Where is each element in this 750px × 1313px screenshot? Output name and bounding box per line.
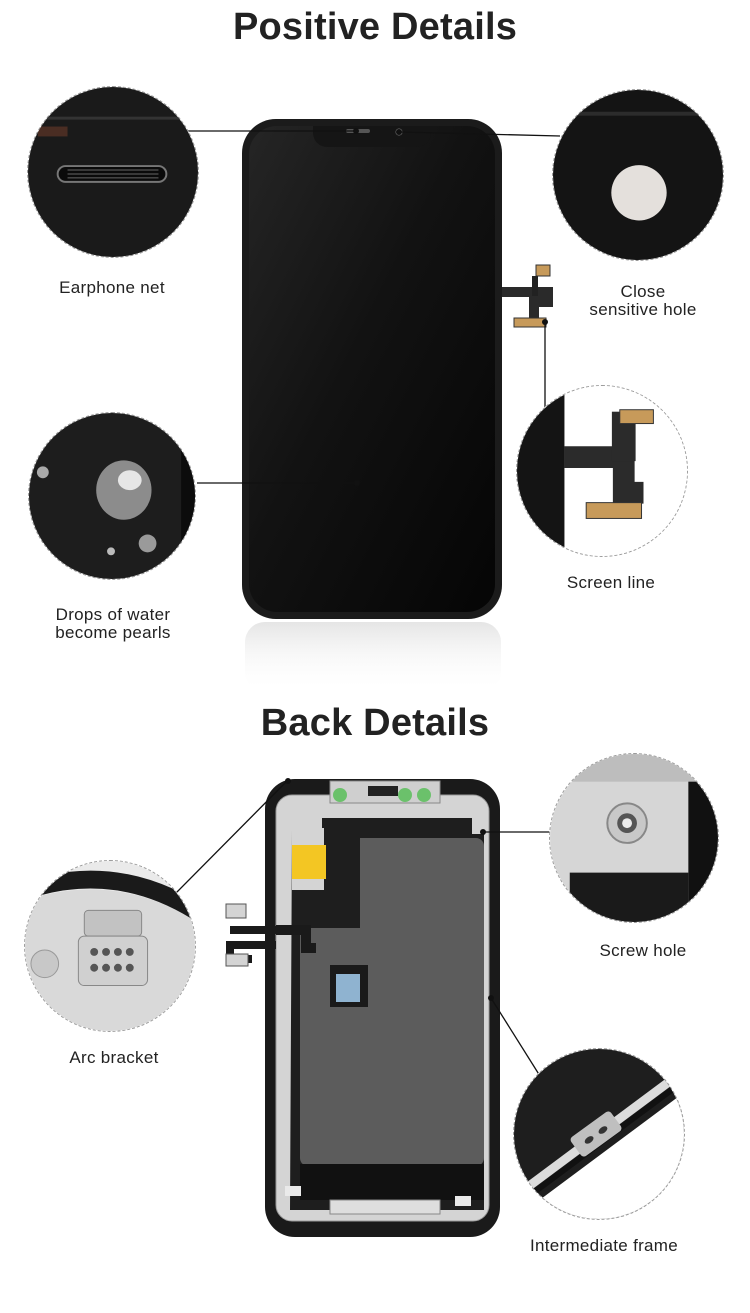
- sensor-hole-icon: [553, 90, 723, 260]
- water-drop-callout: [28, 412, 196, 580]
- sensor-hole-label-2: sensitive hole: [589, 300, 697, 319]
- intermediate-frame-label: Intermediate frame: [529, 1236, 679, 1255]
- earphone-net-label: Earphone net: [59, 278, 165, 297]
- back-details-title: Back Details: [260, 702, 490, 744]
- intermediate-frame-callout: [513, 1048, 685, 1220]
- water-drop-label-2: become pearls: [55, 623, 171, 642]
- screen-line-callout: [516, 385, 688, 557]
- screw-hole-label: Screw hole: [599, 941, 687, 960]
- sensor-hole-label-1: Close: [620, 282, 666, 301]
- water-drop-label-1: Drops of water: [55, 605, 171, 624]
- earphone-net-callout: [27, 86, 199, 258]
- earphone-net-icon: [28, 87, 198, 257]
- arc-bracket-callout: [24, 860, 196, 1032]
- screw-hole-icon: [550, 754, 718, 922]
- frame-edge-icon: [514, 1049, 684, 1219]
- screen-line-label: Screen line: [566, 573, 656, 592]
- water-drop-icon: [29, 413, 195, 579]
- arc-bracket-icon: [25, 861, 195, 1031]
- front-phone-illustration: [186, 119, 561, 692]
- arc-bracket-label: Arc bracket: [69, 1048, 159, 1067]
- sensor-hole-callout: [552, 89, 724, 261]
- flex-cable-icon: [517, 386, 687, 556]
- positive-details-title: Positive Details: [232, 6, 518, 48]
- screw-hole-callout: [549, 753, 719, 923]
